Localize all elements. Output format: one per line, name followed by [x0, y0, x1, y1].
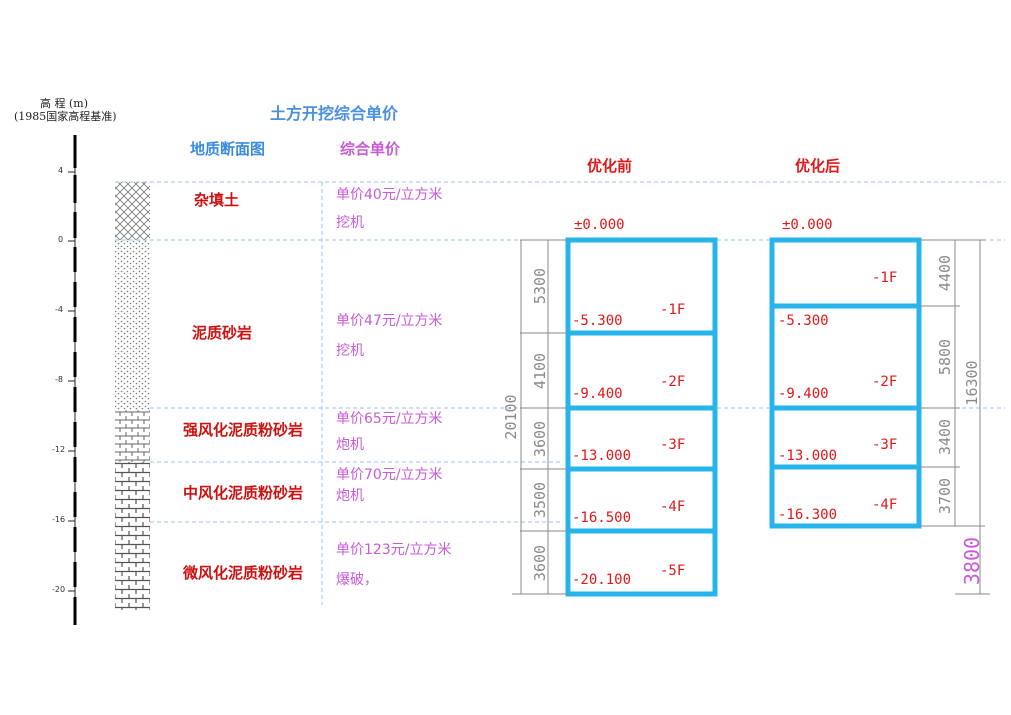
after-dimension-lines: [919, 239, 990, 595]
before-floor: -1F: [660, 302, 686, 318]
layer-method: 炮机: [336, 488, 364, 504]
layer-name: 微风化泥质粉砂岩: [183, 564, 304, 582]
before-header: 优化前: [587, 157, 633, 175]
after-level: -5.300: [778, 313, 829, 329]
after-floor: -1F: [872, 270, 898, 286]
layer-name: 中风化泥质粉砂岩: [183, 484, 304, 502]
after-level: -13.000: [778, 448, 838, 464]
layer-price: 单价65元/立方米: [336, 411, 443, 427]
geological-column: [115, 182, 150, 610]
scale-tick: -20: [52, 585, 66, 594]
before-floor: -5F: [660, 563, 686, 579]
after-level: -9.400: [778, 386, 829, 402]
layer-price: 单价47元/立方米: [336, 313, 443, 329]
before-level: -16.500: [572, 510, 632, 526]
after-zero-level: ±0.000: [782, 217, 833, 233]
layer-price: 单价70元/立方米: [336, 467, 443, 483]
before-level: -20.100: [572, 572, 632, 588]
scale-title: 高 程 (m) (1985国家高程基准): [14, 97, 117, 123]
after-header: 优化后: [795, 157, 841, 175]
layer-name: 强风化泥质粉砂岩: [183, 421, 304, 439]
layer-price: 单价40元/立方米: [336, 187, 443, 203]
after-dim: 5800: [936, 338, 954, 376]
before-dim: 3600: [531, 420, 549, 458]
after-floor: -2F: [872, 374, 898, 390]
before-floor: -3F: [660, 437, 686, 453]
stratum-boundaries: [115, 181, 1005, 523]
scale-tick: -8: [55, 375, 63, 384]
before-level: -13.000: [572, 448, 632, 464]
layer-method: 挖机: [336, 215, 364, 231]
before-floor: -4F: [660, 499, 686, 515]
before-dimension-lines: [512, 239, 568, 595]
elevation-scale-bar: [68, 135, 77, 625]
scale-tick: -16: [52, 515, 66, 524]
after-structure-frame: [769, 237, 922, 529]
saving-dim: 3800: [960, 536, 984, 586]
scale-title-line1: 高 程 (m): [39, 97, 88, 110]
section-header: 地质断面图: [190, 140, 266, 158]
scale-tick: -4: [55, 305, 63, 314]
scale-tick: -12: [52, 445, 66, 454]
after-floor: -4F: [872, 497, 898, 513]
layer-method: 爆破，: [336, 572, 378, 588]
before-total-dim: 20100: [502, 394, 520, 440]
before-dim: 5300: [531, 267, 549, 305]
layer-method: 挖机: [336, 343, 364, 359]
after-level: -16.300: [778, 507, 838, 523]
before-dim: 4100: [531, 352, 549, 390]
scale-tick: 0: [58, 235, 64, 244]
before-level: -9.400: [572, 386, 623, 402]
layer-name: 杂填土: [194, 191, 240, 209]
layer-name: 泥质砂岩: [192, 324, 253, 342]
before-level: -5.300: [572, 313, 623, 329]
layer-price: 单价123元/立方米: [336, 542, 452, 558]
price-header: 综合单价: [340, 140, 401, 158]
before-zero-level: ±0.000: [574, 217, 625, 233]
after-dim: 3400: [936, 418, 954, 456]
layer-method: 炮机: [336, 437, 364, 453]
before-floor: -2F: [660, 374, 686, 390]
scale-title-line2: (1985国家高程基准): [14, 110, 117, 123]
after-total-dim: 16300: [963, 360, 981, 406]
before-dim: 3500: [531, 481, 549, 519]
before-dim: 3600: [531, 544, 549, 582]
after-floor: -3F: [872, 437, 898, 453]
page-title: 土方开挖综合单价: [270, 104, 399, 123]
after-dim: 3700: [936, 477, 954, 515]
before-structure-frame: [565, 237, 718, 597]
after-dim: 4400: [936, 254, 954, 292]
scale-tick: 4: [58, 166, 64, 175]
